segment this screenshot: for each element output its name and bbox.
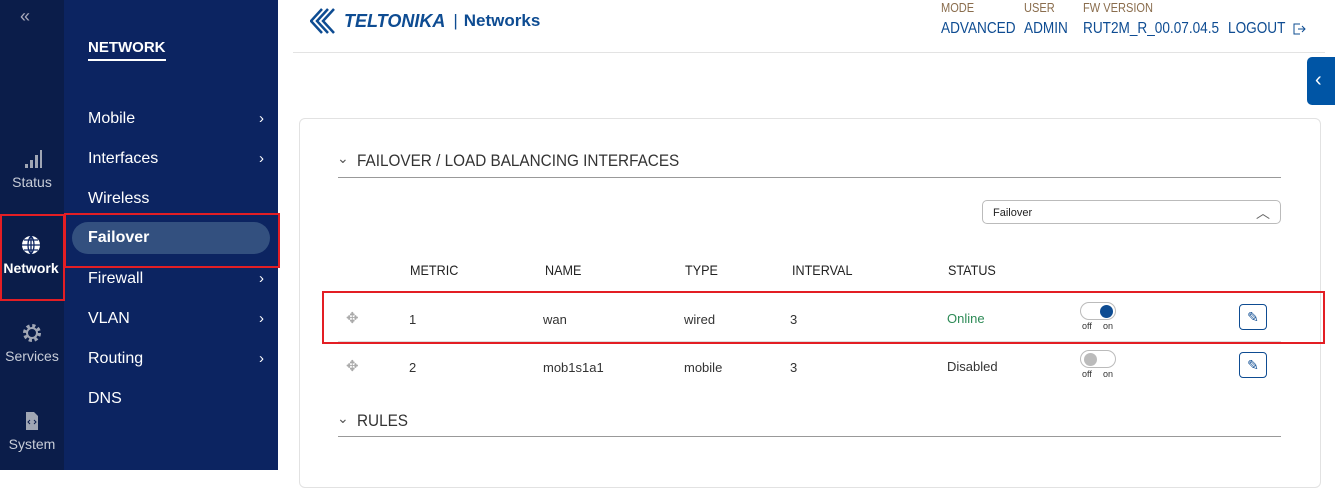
cell-name: wan: [543, 312, 567, 327]
menu-label: Firewall: [88, 270, 144, 287]
brand-separator: |: [453, 11, 458, 30]
user-value: ADMIN: [1024, 20, 1068, 37]
chevron-right-icon: ›: [259, 350, 264, 367]
chevron-right-icon: ›: [259, 150, 264, 167]
edit-button[interactable]: ✎: [1239, 352, 1267, 378]
logout-label: LOGOUT: [1228, 20, 1286, 37]
menu-label: Routing: [88, 350, 144, 367]
cell-name: mob1s1a1: [543, 360, 604, 375]
menu-item-routing[interactable]: Routing ›: [88, 347, 264, 371]
signal-icon: [25, 150, 42, 168]
menu-label: Wireless: [88, 190, 150, 207]
cell-type: wired: [684, 312, 716, 327]
user-label: USER: [1024, 0, 1055, 15]
drag-handle-icon[interactable]: ✥: [346, 358, 359, 375]
chevron-right-icon: ›: [259, 110, 264, 127]
collapse-chevron-icon[interactable]: ⌄: [337, 150, 349, 166]
globe-icon: [22, 235, 40, 255]
section-divider: [338, 177, 1281, 178]
chevron-right-icon: ›: [259, 270, 264, 287]
col-name: NAME: [545, 262, 582, 278]
menu-label: VLAN: [88, 310, 130, 327]
cell-metric: 1: [409, 312, 417, 327]
menu-label: Interfaces: [88, 150, 159, 167]
section-divider: [338, 436, 1281, 437]
enable-toggle[interactable]: [1080, 350, 1116, 368]
rail-item-services[interactable]: Services: [0, 322, 64, 364]
menu-label: DNS: [88, 390, 122, 407]
rail-item-status[interactable]: Status: [0, 148, 64, 190]
toggle-knob: [1084, 353, 1097, 366]
rail-label: Services: [5, 348, 59, 364]
gear-icon: [23, 324, 41, 342]
rail-label: Status: [12, 174, 52, 190]
row-divider: [338, 341, 1281, 342]
network-menu: NETWORK Mobile › Interfaces › Wireless Fai…: [64, 0, 278, 470]
collapse-chevron-icon[interactable]: ⌄: [337, 410, 349, 426]
chevron-up-icon: ︿: [1256, 205, 1270, 221]
menu-item-mobile[interactable]: Mobile ›: [88, 107, 264, 131]
cell-interval: 3: [790, 360, 798, 375]
toggle-knob: [1100, 305, 1113, 318]
enable-toggle[interactable]: [1080, 302, 1116, 320]
menu-label: Failover: [88, 229, 150, 246]
collapse-sidebar-icon[interactable]: «: [20, 6, 31, 26]
menu-item-vlan[interactable]: VLAN ›: [88, 307, 264, 331]
col-type: TYPE: [685, 262, 718, 278]
col-metric: METRIC: [410, 262, 459, 278]
menu-item-failover[interactable]: Failover: [72, 222, 270, 254]
rail-item-system[interactable]: System: [0, 410, 64, 452]
status-online: Online: [947, 311, 985, 326]
fw-info: FW VERSION RUT2M_R_00.07.04.5: [1083, 0, 1243, 38]
logout-button[interactable]: LOGOUT: [1228, 20, 1306, 38]
expand-panel-button[interactable]: ‹: [1307, 57, 1335, 105]
mode-select[interactable]: Failover ︿: [982, 200, 1281, 224]
cell-metric: 2: [409, 360, 417, 375]
toggle-off-label: off: [1082, 321, 1092, 331]
menu-item-dns[interactable]: DNS: [88, 387, 264, 411]
col-status: STATUS: [948, 262, 996, 278]
file-code-icon: [26, 412, 38, 430]
status-disabled: Disabled: [947, 359, 998, 374]
teltonika-logo-icon: [310, 8, 335, 34]
menu-title: NETWORK: [88, 39, 166, 61]
mode-label: MODE: [941, 0, 975, 15]
drag-handle-icon[interactable]: ✥: [346, 310, 359, 327]
menu-item-wireless[interactable]: Wireless: [88, 187, 264, 211]
row-divider: [338, 292, 1281, 293]
logo[interactable]: TELTONIKA | Networks: [310, 6, 540, 36]
col-interval: INTERVAL: [792, 262, 853, 278]
mode-info: MODE ADVANCED: [941, 0, 1029, 38]
rail-label: Network: [3, 260, 59, 276]
toggle-on-label: on: [1103, 321, 1114, 331]
toggle-off-label: off: [1082, 369, 1092, 379]
content-card: [299, 118, 1321, 488]
section-title[interactable]: FAILOVER / LOAD BALANCING INTERFACES: [357, 151, 680, 170]
pencil-icon: ✎: [1247, 309, 1259, 325]
cell-interval: 3: [790, 312, 798, 327]
chevron-right-icon: ›: [259, 310, 264, 327]
menu-item-firewall[interactable]: Firewall ›: [88, 267, 264, 291]
toggle-on-label: on: [1103, 369, 1114, 379]
brand-name: TELTONIKA: [344, 10, 446, 31]
menu-label: Mobile: [88, 110, 136, 127]
user-info: USER ADMIN: [1024, 0, 1076, 38]
select-value: Failover: [993, 207, 1033, 219]
rail-item-network[interactable]: Network: [0, 234, 66, 276]
menu-item-interfaces[interactable]: Interfaces ›: [88, 147, 264, 171]
brand-sub: Networks: [463, 11, 541, 30]
logout-icon: [1293, 23, 1306, 35]
fw-value: RUT2M_R_00.07.04.5: [1083, 20, 1220, 37]
rail-label: System: [8, 436, 56, 452]
section-title[interactable]: RULES: [357, 411, 409, 430]
pencil-icon: ✎: [1247, 357, 1259, 373]
mode-value: ADVANCED: [941, 20, 1016, 37]
edit-button[interactable]: ✎: [1239, 304, 1267, 330]
cell-type: mobile: [684, 360, 723, 375]
fw-label: FW VERSION: [1083, 0, 1153, 15]
header-divider: [293, 52, 1325, 53]
icon-rail: « Status Network Services System: [0, 0, 64, 470]
